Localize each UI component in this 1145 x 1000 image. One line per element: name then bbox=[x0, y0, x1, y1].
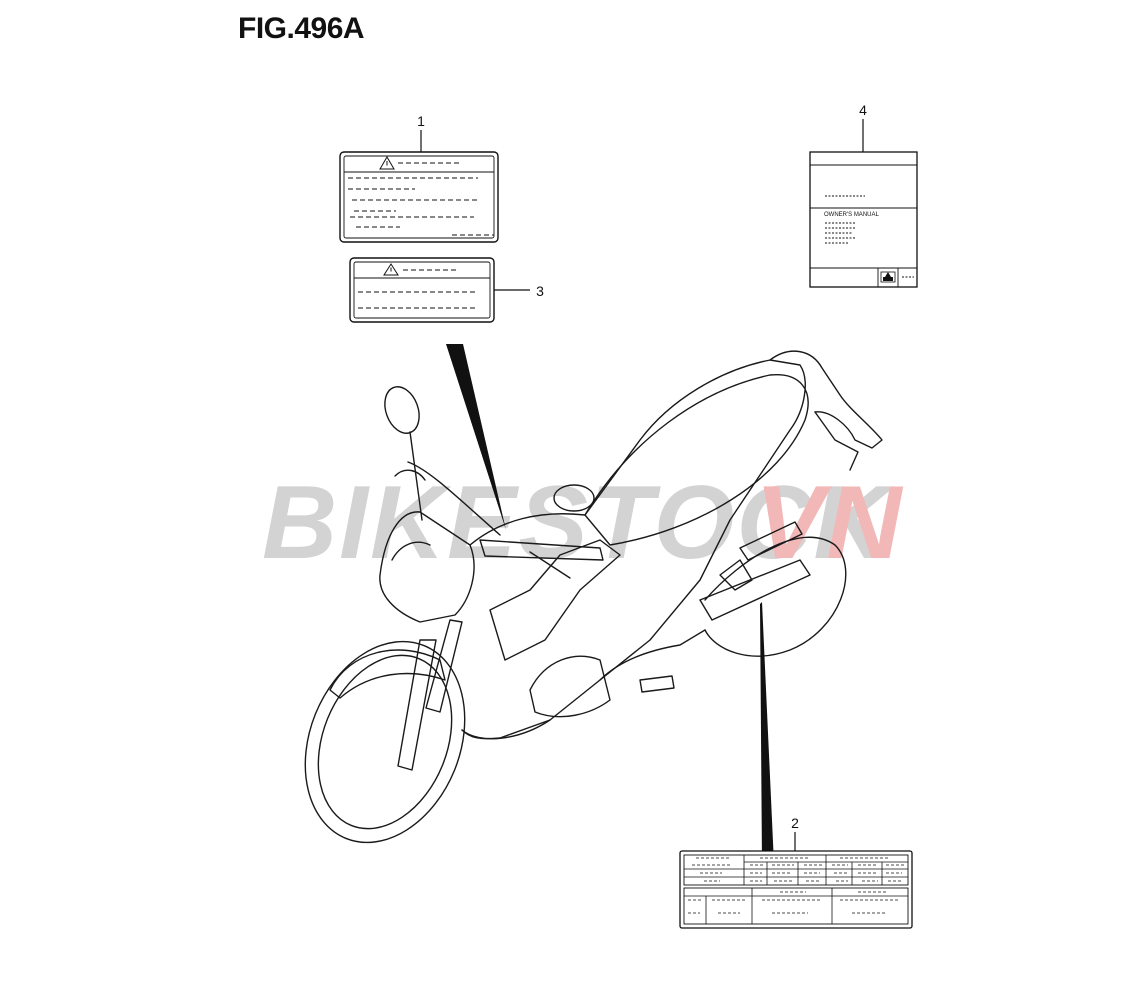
leader-wedge-2 bbox=[760, 602, 774, 864]
passenger-footrest bbox=[719, 559, 753, 591]
engine-case bbox=[529, 655, 611, 718]
brand-logo-icon bbox=[880, 271, 896, 283]
handlebar-left bbox=[407, 461, 501, 536]
callout-2: 2 bbox=[791, 815, 799, 831]
headlight-cowl bbox=[379, 511, 475, 623]
warning-triangle-icon-3 bbox=[383, 263, 399, 276]
callout-1: 1 bbox=[417, 113, 425, 129]
watermark-red-text: VN bbox=[755, 465, 903, 581]
owners-manual: 4 OWNER'S MANUAL bbox=[809, 102, 918, 288]
motorcycle-drawing bbox=[304, 350, 883, 844]
callout-4: 4 bbox=[859, 102, 867, 118]
label-2-border bbox=[679, 850, 913, 929]
side-cover bbox=[489, 539, 621, 661]
front-fork-rear bbox=[425, 619, 463, 713]
underbody bbox=[461, 719, 551, 740]
label-2-text-lines bbox=[688, 857, 904, 914]
mirror-stem-left bbox=[409, 431, 423, 521]
front-rim bbox=[317, 654, 453, 830]
label-3-text-lines bbox=[358, 269, 478, 309]
handlebar-right bbox=[479, 539, 604, 561]
label-2-lower-table bbox=[683, 887, 909, 925]
label-2-upper-table bbox=[683, 854, 909, 886]
label-3-inner bbox=[353, 261, 491, 319]
label-1: 1 bbox=[339, 113, 499, 243]
rear-wheel bbox=[704, 536, 847, 657]
swing-arm bbox=[599, 629, 706, 681]
lever-left bbox=[394, 469, 426, 481]
muffler-guard bbox=[739, 521, 803, 561]
label-1-text-lines bbox=[348, 162, 494, 236]
label-1-border bbox=[339, 151, 499, 243]
mirror-right bbox=[553, 484, 595, 512]
leader-wedges bbox=[446, 344, 774, 864]
tail-light bbox=[814, 411, 859, 471]
seat bbox=[584, 374, 809, 546]
mirror-left bbox=[384, 386, 420, 434]
label-3: 3 bbox=[349, 257, 544, 323]
muffler bbox=[699, 559, 811, 621]
front-wheel bbox=[304, 640, 466, 844]
watermark: BIKESTOCK VN bbox=[262, 465, 903, 581]
figure-title: FIG.496A bbox=[238, 12, 365, 45]
label-3-border bbox=[349, 257, 495, 323]
callout-3: 3 bbox=[536, 283, 544, 299]
footrest bbox=[639, 675, 675, 693]
warning-triangle-icon bbox=[379, 156, 395, 170]
rear-cowl bbox=[769, 350, 883, 449]
label-2: 2 bbox=[679, 815, 913, 929]
leader-wedge-1 bbox=[446, 344, 506, 530]
manual-owners-text: OWNER'S MANUAL bbox=[824, 212, 879, 218]
manual-text-lines bbox=[825, 222, 855, 244]
front-fender bbox=[329, 649, 446, 699]
label-2-grid bbox=[684, 855, 908, 924]
lever-right bbox=[529, 551, 571, 579]
label-1-inner bbox=[343, 155, 495, 239]
front-fork bbox=[397, 639, 437, 771]
manual-cover bbox=[809, 151, 918, 288]
watermark-gray-text: BIKESTOCK bbox=[262, 465, 895, 581]
cowl-detail bbox=[391, 541, 431, 561]
